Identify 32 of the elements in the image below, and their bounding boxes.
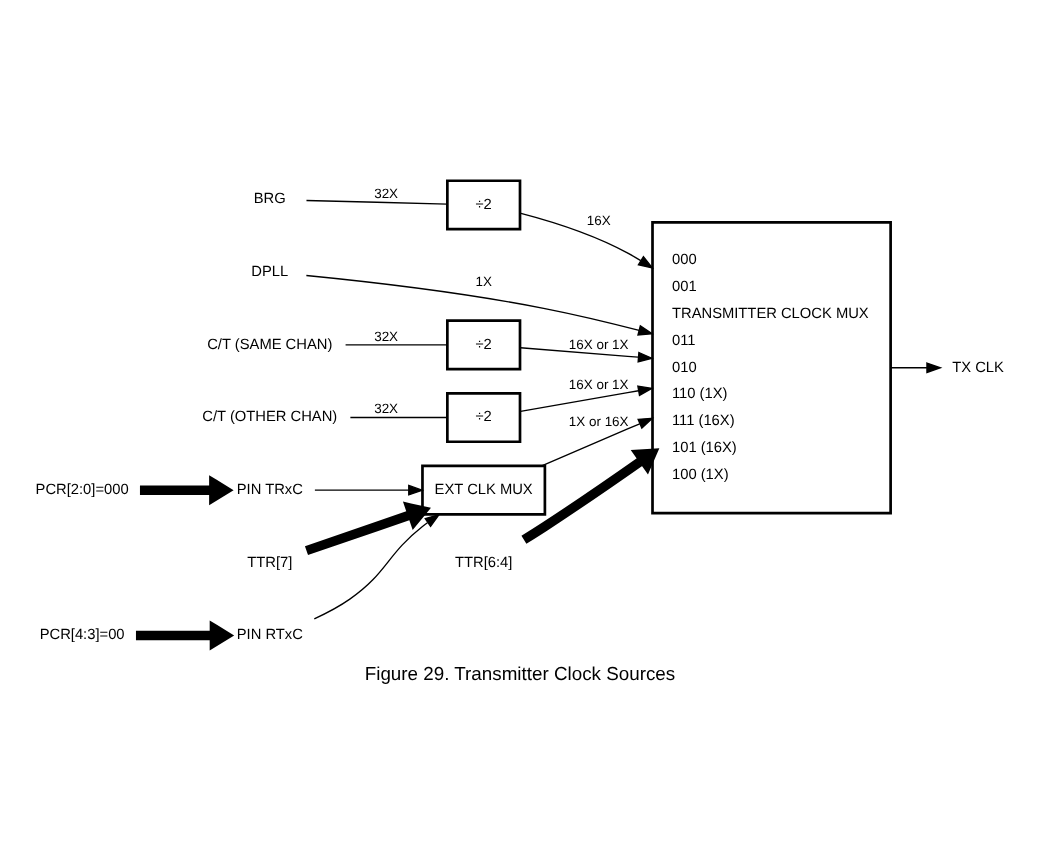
connector (348, 415, 447, 418)
connector (343, 343, 447, 345)
node-text: BRG (252, 188, 285, 207)
node-text: TX CLK (951, 356, 1003, 375)
arrow (304, 273, 654, 335)
node-text: PIN TRxC (235, 478, 302, 497)
caption: Figure 29. Transmitter Clock Sources (363, 661, 675, 684)
node-text: TTR[6:4] (453, 551, 512, 570)
connector (304, 198, 447, 204)
arrow (540, 416, 654, 466)
node-box: ÷2 (445, 178, 521, 230)
arrow (518, 211, 654, 268)
node-text: C/T (OTHER CHAN) (201, 406, 337, 425)
node-box: 000 001 TRANSMITTER CLOCK MUX 011 010 110 (1X) 111 (16X) 101 (16X) 100 (1X) (650, 220, 891, 514)
node-text: C/T (SAME CHAN) (206, 333, 332, 352)
arrow (303, 500, 430, 555)
node-text: DPLL (250, 261, 288, 280)
node-text: TTR[7] (246, 551, 292, 570)
arrow (312, 512, 440, 619)
arrow (313, 483, 424, 495)
arrow (518, 346, 653, 362)
node-text: PCR[4:3]=00 (38, 624, 124, 643)
node-text: PIN RTxC (235, 624, 302, 643)
node-box: ÷2 (445, 318, 521, 370)
arrow (138, 474, 233, 505)
node-text: PCR[2:0]=000 (34, 478, 128, 497)
node-box: EXT CLK MUX (420, 463, 546, 515)
node-box: ÷2 (445, 390, 521, 443)
arrow (134, 619, 234, 650)
arrow (889, 361, 942, 373)
arrow (520, 447, 659, 543)
arrow (518, 384, 653, 411)
